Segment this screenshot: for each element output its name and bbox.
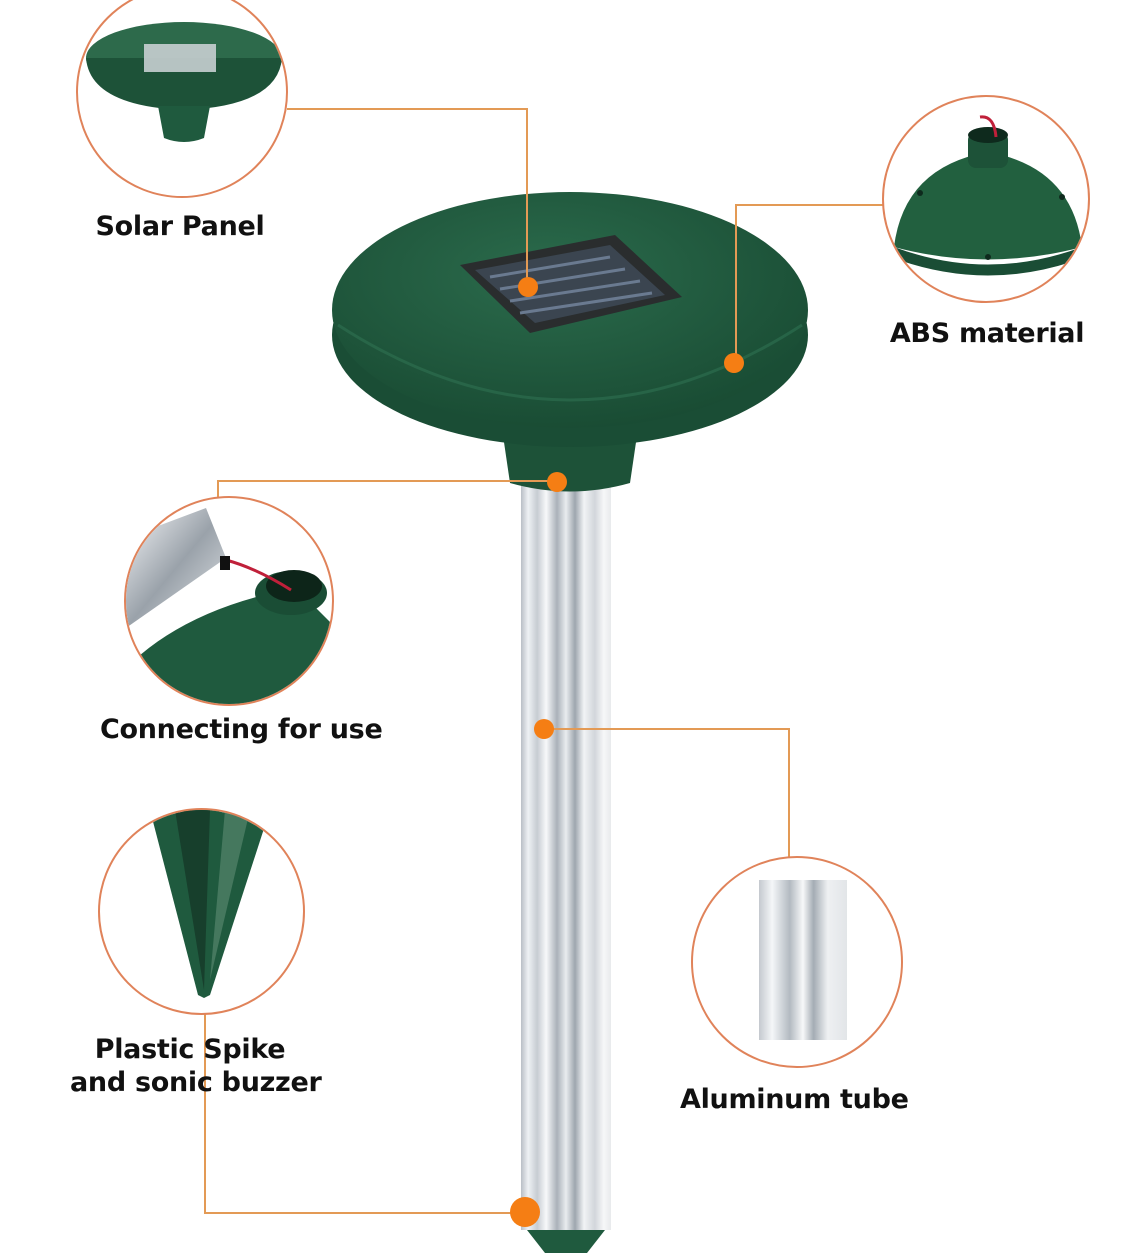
leader-tube-v xyxy=(788,728,790,878)
label-plastic-spike-line1: Plastic Spike xyxy=(94,1034,286,1065)
detail-circle-abs-material xyxy=(882,95,1090,303)
label-solar-panel: Solar Panel xyxy=(95,211,265,242)
callout-dot-abs-material[interactable] xyxy=(724,353,744,373)
leader-solar-v xyxy=(526,108,528,288)
detail-circle-connecting xyxy=(124,496,334,706)
detail-circle-aluminum-tube xyxy=(691,856,903,1068)
callout-dot-connecting[interactable] xyxy=(547,472,567,492)
aluminum-tube-main xyxy=(517,470,615,1253)
leader-connect-h xyxy=(217,480,557,482)
callout-dot-solar-panel[interactable] xyxy=(518,277,538,297)
label-plastic-spike-line2: and sonic buzzer xyxy=(70,1067,322,1098)
label-abs-material: ABS material xyxy=(889,318,1085,349)
label-connecting: Connecting for use xyxy=(100,714,383,745)
leader-solar-h xyxy=(287,108,527,110)
label-aluminum-tube: Aluminum tube xyxy=(680,1084,909,1115)
leader-spike-h xyxy=(204,1212,524,1214)
detail-circle-solar-panel xyxy=(76,0,288,198)
leader-connect-v xyxy=(217,480,219,498)
leader-spike-v xyxy=(204,1012,206,1214)
repeller-head-main xyxy=(330,185,810,495)
detail-circle-plastic-spike xyxy=(98,808,305,1015)
leader-tube-h xyxy=(544,728,790,730)
leader-abs-v xyxy=(735,204,737,362)
leader-abs-h xyxy=(735,204,885,206)
callout-dot-plastic-spike[interactable] xyxy=(510,1197,540,1227)
callout-dot-aluminum-tube[interactable] xyxy=(534,719,554,739)
